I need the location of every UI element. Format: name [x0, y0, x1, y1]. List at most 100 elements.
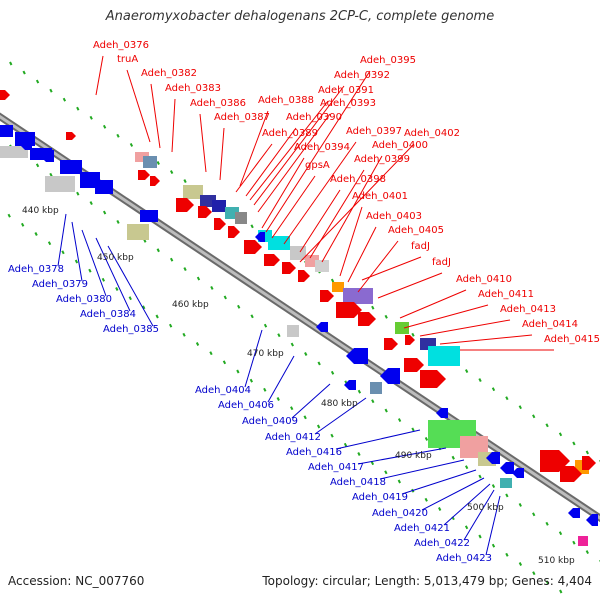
forward-gene-arrow [138, 170, 150, 180]
scale-tick [88, 268, 92, 273]
forward-label-leader [283, 141, 357, 245]
scale-tick [303, 415, 307, 420]
outer-tick [371, 305, 375, 310]
scale-label: 500 kbp [467, 503, 504, 513]
scale-label: 480 kbp [321, 399, 358, 409]
inner-tick [451, 455, 455, 460]
scale-tick [559, 589, 563, 594]
reverse-gene-arrow [586, 514, 598, 526]
forward-gene-arrow [214, 218, 226, 230]
inner-tick [250, 314, 254, 319]
reverse-label-leader [95, 237, 131, 312]
scale-label: 470 kbp [247, 349, 284, 359]
reverse-gene-label: Adeh_0418 [330, 477, 386, 488]
inner-tick [585, 550, 589, 555]
outer-tick [411, 332, 415, 337]
reverse-label-leader [485, 495, 501, 556]
gene-block [370, 382, 382, 394]
forward-gene-label: Adeh_0402 [404, 128, 460, 139]
outer-tick [9, 61, 13, 66]
inner-tick [397, 418, 402, 422]
inner-tick [223, 295, 227, 300]
scale-tick [128, 296, 132, 301]
forward-gene-label: Adeh_0376 [93, 40, 149, 51]
inner-tick [277, 333, 281, 338]
inner-tick [290, 342, 294, 347]
scale-label: 510 kbp [538, 556, 575, 566]
gene-block [268, 236, 290, 250]
gene-block [332, 282, 344, 292]
outer-tick [465, 369, 469, 373]
inner-tick [572, 540, 576, 545]
outer-tick [102, 124, 107, 129]
forward-gene-label: Adeh_0383 [165, 83, 221, 94]
forward-gene-arrow [264, 254, 280, 266]
scale-tick [155, 314, 159, 319]
forward-label-leader [357, 240, 399, 293]
reverse-gene-label: Adeh_0419 [352, 492, 408, 503]
forward-label-leader [299, 143, 415, 263]
reverse-gene-label: Adeh_0423 [436, 553, 492, 564]
inner-tick [49, 172, 53, 177]
outer-tick [116, 133, 120, 138]
scale-tick [330, 433, 334, 438]
reverse-label-leader [107, 245, 154, 327]
gene-features [0, 90, 598, 546]
forward-gene-label: Adeh_0397 [346, 126, 402, 137]
outer-tick [532, 414, 536, 419]
inner-tick [465, 465, 469, 470]
gene-block [45, 176, 75, 192]
gene-block [0, 146, 28, 158]
reverse-label-leader [57, 213, 67, 267]
reverse-label-leader [71, 221, 83, 282]
forward-gene-label: Adeh_0413 [500, 304, 556, 315]
inner-tick [371, 399, 375, 404]
outer-tick [384, 314, 388, 319]
forward-gene-label: Adeh_0403 [366, 211, 422, 222]
outer-tick [22, 70, 26, 75]
inner-tick [478, 474, 482, 479]
forward-label-leader [199, 113, 207, 173]
reverse-gene-label: Adeh_0406 [218, 400, 274, 411]
reverse-label-leader [379, 459, 465, 480]
forward-gene-label: Adeh_0410 [456, 274, 512, 285]
forward-gene-label: Adeh_0391 [318, 85, 374, 96]
scale-tick [101, 277, 106, 282]
reverse-gene-arrow [316, 322, 328, 332]
reverse-gene-label: Adeh_0420 [372, 508, 428, 519]
forward-label-leader [439, 334, 533, 345]
reverse-gene-arrow [380, 368, 400, 384]
forward-label-leader [245, 127, 297, 197]
scale-tick [478, 534, 482, 539]
gene-block [315, 260, 329, 272]
outer-tick [250, 224, 254, 229]
forward-gene-arrow [560, 466, 582, 482]
forward-gene-label: Adeh_0415 [544, 334, 600, 345]
reverse-label-leader [421, 477, 485, 511]
forward-gene-label: Adeh_0398 [330, 174, 386, 185]
forward-gene-label: fadJ [411, 241, 430, 252]
inner-tick [518, 502, 522, 507]
scale-tick [343, 442, 348, 447]
forward-label-leader [399, 289, 467, 319]
outer-tick [35, 79, 40, 84]
outer-tick [330, 278, 335, 283]
scale-tick [438, 507, 442, 511]
accession-text: Accession: NC_007760 [8, 574, 145, 588]
forward-gene-label: Adeh_0392 [334, 70, 390, 81]
forward-gene-arrow [282, 262, 296, 274]
inner-tick [384, 408, 388, 413]
reverse-gene-label: Adeh_0421 [394, 523, 450, 534]
forward-label-leader [249, 100, 329, 201]
inner-tick [491, 484, 496, 488]
reverse-label-leader [314, 397, 367, 435]
scale-tick [34, 232, 38, 236]
scale-tick [61, 250, 65, 255]
forward-gene-label: Adeh_0386 [190, 98, 246, 109]
forward-gene-arrow [0, 90, 10, 100]
reverse-gene-arrow [568, 508, 580, 518]
outer-tick [156, 161, 160, 165]
reverse-label-leader [291, 383, 331, 419]
inner-tick [357, 389, 362, 394]
